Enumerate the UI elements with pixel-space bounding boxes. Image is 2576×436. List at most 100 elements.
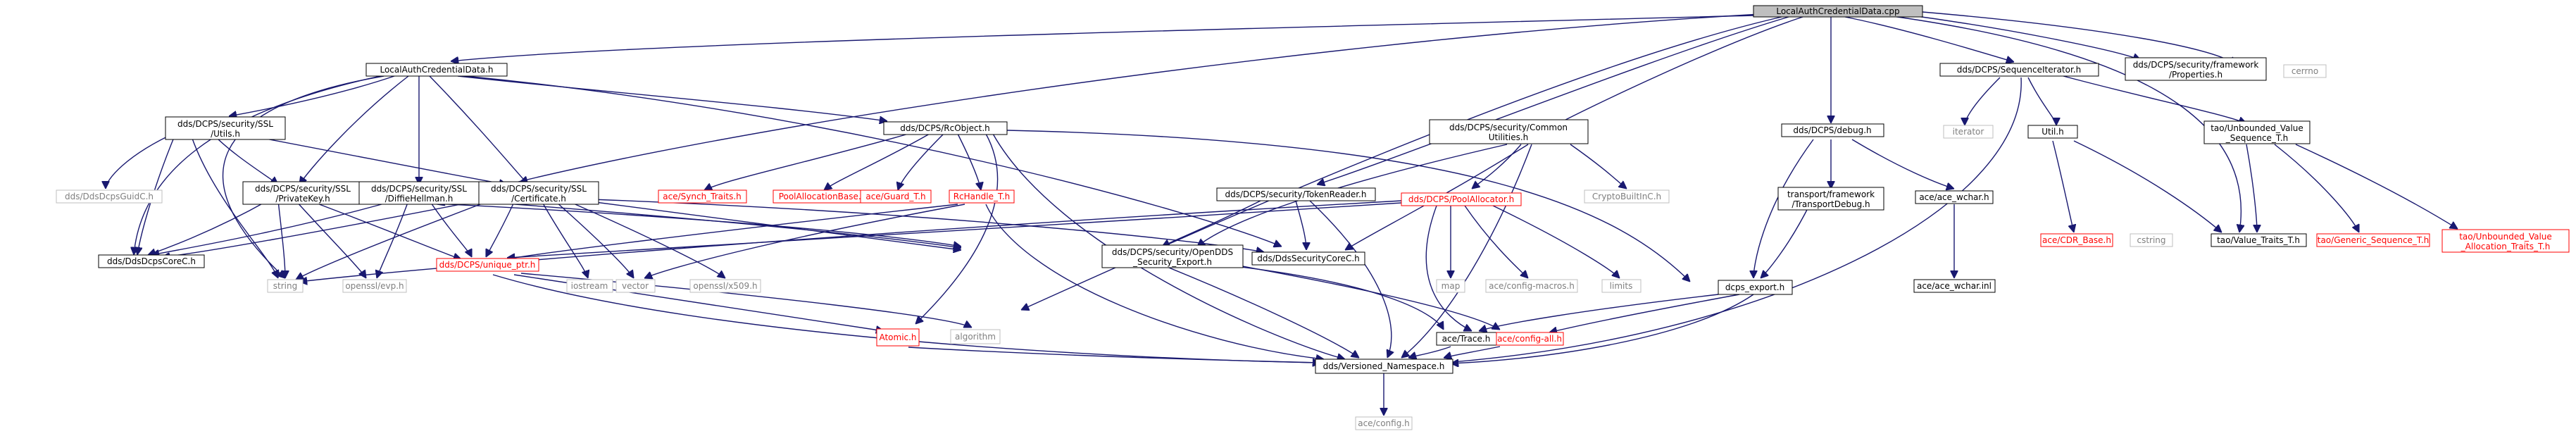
node-acewchar-label: ace/ace_wchar.h bbox=[1919, 192, 1989, 202]
node-iostream-label: iostream bbox=[571, 281, 608, 291]
edge-tokenreader-opendds bbox=[1162, 200, 1261, 247]
edge-cert-vector bbox=[556, 201, 634, 278]
node-root[interactable]: LocalAuthCredentialData.cpp bbox=[1753, 5, 1923, 18]
edge-seqit-unbseq bbox=[2063, 75, 2246, 123]
node-guidc[interactable]: dds/DdsDcpsGuidC.h bbox=[56, 189, 163, 204]
node-rchandle[interactable]: RcHandle_T.h bbox=[949, 189, 1015, 204]
node-unbseq[interactable]: tao/Unbounded_Value_Sequence_T.h bbox=[2203, 120, 2311, 144]
edge-cert-uniqueptr bbox=[485, 201, 515, 257]
edge-root-dcpscore bbox=[437, 13, 1761, 204]
node-opendds-export[interactable]: dds/DCPS/security/OpenDDS_Security_Expor… bbox=[1101, 244, 1244, 268]
edge-opendds-versioned bbox=[1154, 261, 1359, 358]
node-genseq-label: tao/Generic_Sequence_T.h bbox=[2318, 235, 2430, 245]
node-transdebug[interactable]: transport/framework/TransportDebug.h bbox=[1777, 187, 1884, 211]
node-guard[interactable]: ace/Guard_T.h bbox=[860, 189, 932, 204]
node-utilh[interactable]: Util.h bbox=[2027, 125, 2078, 139]
node-cerrno[interactable]: cerrno bbox=[2283, 64, 2327, 78]
node-algorithm[interactable]: algorithm bbox=[950, 329, 1001, 344]
edge-rcobj-dcpsexport bbox=[1006, 130, 1690, 282]
edge-opendds-configall bbox=[1211, 260, 1500, 330]
node-unballoc[interactable]: tao/Unbounded_Value_Allocation_Traits_T.… bbox=[2441, 229, 2570, 253]
node-lacd[interactable]: LocalAuthCredentialData.h bbox=[365, 63, 508, 77]
node-privkey-label-2: /PrivateKey.h bbox=[275, 194, 330, 204]
node-unbseq-label-2: _Sequence_T.h bbox=[2225, 133, 2289, 143]
node-seqit[interactable]: dds/DCPS/SequenceIterator.h bbox=[1939, 63, 2099, 77]
edge-seqit-utilh bbox=[2027, 77, 2056, 126]
edge-dcpsexport-versioned bbox=[1451, 294, 1754, 363]
edge-rcobj-rchandle bbox=[957, 133, 981, 190]
node-commonutil-label-2: Utilities.h bbox=[1489, 132, 1529, 142]
node-dcpsexport[interactable]: dcps_export.h bbox=[1718, 280, 1793, 295]
node-string-label: string bbox=[273, 281, 297, 291]
edge-lacd-securitycore bbox=[464, 75, 1282, 247]
node-trace[interactable]: ace/Trace.h bbox=[1436, 332, 1497, 346]
node-uniqueptr[interactable]: dds/DCPS/unique_ptr.h bbox=[436, 258, 539, 272]
node-secfwk[interactable]: dds/DCPS/security/framework/Properties.h bbox=[2125, 57, 2267, 81]
node-x509-label: openssl/x509.h bbox=[693, 281, 757, 291]
edge-commonutil-versioned bbox=[1401, 144, 1532, 358]
edge-root-commonutil bbox=[1549, 16, 1803, 129]
node-poolalloc[interactable]: dds/DCPS/PoolAllocator.h bbox=[1401, 192, 1522, 206]
edge-commonutil-poolalloc bbox=[1472, 144, 1522, 189]
edge-root-seqit bbox=[1844, 16, 2014, 62]
node-privkey[interactable]: dds/DCPS/security/SSL/PrivateKey.h bbox=[242, 181, 363, 205]
edge-root-algorithm bbox=[1021, 16, 1782, 310]
node-cert[interactable]: dds/DCPS/security/SSL/Certificate.h bbox=[478, 181, 599, 205]
edge-root-lacd bbox=[451, 15, 1754, 61]
node-transdebug-label-2: /TransportDebug.h bbox=[1792, 199, 1870, 209]
edge-sslutils-string bbox=[189, 132, 278, 278]
node-sslutils[interactable]: dds/DCPS/security/SSL/Utils.h bbox=[165, 116, 286, 140]
node-diffie[interactable]: dds/DCPS/security/SSL/DiffieHellman.h bbox=[358, 181, 480, 205]
node-cryptobuilt[interactable]: CryptoBuiltInC.h bbox=[1584, 189, 1670, 204]
node-valuetraits[interactable]: tao/Value_Traits_T.h bbox=[2211, 233, 2307, 247]
node-debug[interactable]: dds/DCPS/debug.h bbox=[1781, 123, 1884, 137]
node-iostream[interactable]: iostream bbox=[566, 279, 613, 293]
node-string[interactable]: string bbox=[267, 279, 304, 293]
node-rcobj[interactable]: dds/DCPS/RcObject.h bbox=[883, 121, 1008, 135]
node-privkey-label-1: dds/DCPS/security/SSL bbox=[255, 184, 351, 194]
node-configmacros[interactable]: ace/config-macros.h bbox=[1485, 279, 1578, 293]
edge-cert-string bbox=[296, 201, 487, 280]
edge-cert-opendds bbox=[584, 200, 961, 250]
node-acewchar[interactable]: ace/ace_wchar.h bbox=[1915, 190, 1994, 204]
edge-privkey-opendds bbox=[323, 198, 961, 247]
node-genseq[interactable]: tao/Generic_Sequence_T.h bbox=[2316, 233, 2430, 247]
node-iterator-label: iterator bbox=[1953, 127, 1984, 137]
node-versioned[interactable]: dds/Versioned_Namespace.h bbox=[1315, 359, 1453, 374]
node-vector[interactable]: vector bbox=[615, 279, 656, 293]
node-configall[interactable]: ace/config-all.h bbox=[1496, 332, 1564, 346]
node-aceconfig[interactable]: ace/config.h bbox=[1355, 416, 1413, 430]
node-poolbase[interactable]: PoolAllocationBase.h bbox=[773, 189, 873, 204]
edge-utilh-cstring bbox=[2073, 140, 2222, 232]
node-evp[interactable]: openssl/evp.h bbox=[342, 279, 407, 293]
edge-privkey-dcpscore bbox=[148, 200, 268, 255]
edge-unbseq-unballoc bbox=[2295, 144, 2458, 229]
node-cstring[interactable]: cstring bbox=[2130, 233, 2173, 247]
edge-sslutils-privkey bbox=[211, 132, 278, 185]
node-limits[interactable]: limits bbox=[1601, 279, 1642, 293]
node-sslutils-label-1: dds/DCPS/security/SSL bbox=[177, 119, 273, 129]
edge-diffie-evp bbox=[377, 200, 409, 278]
edge-opendds-trace bbox=[1196, 261, 1444, 330]
node-securitycore[interactable]: dds/DdsSecurityCoreC.h bbox=[1251, 251, 1365, 266]
node-x509[interactable]: openssl/x509.h bbox=[689, 279, 761, 293]
node-tokenreader-label: dds/DCPS/security/TokenReader.h bbox=[1225, 189, 1367, 199]
node-transdebug-label-1: transport/framework bbox=[1787, 189, 1875, 199]
edge-diffie-opendds bbox=[450, 199, 961, 248]
node-iterator[interactable]: iterator bbox=[1943, 125, 1994, 139]
node-dcpscore[interactable]: dds/DdsDcpsCoreC.h bbox=[98, 254, 205, 268]
edge-privkey-uniqueptr bbox=[309, 200, 461, 259]
node-tokenreader[interactable]: dds/DCPS/security/TokenReader.h bbox=[1216, 187, 1376, 201]
node-atomic[interactable]: Atomic.h bbox=[876, 328, 920, 347]
node-diffie-label-1: dds/DCPS/security/SSL bbox=[371, 184, 467, 194]
node-valuetraits-label: tao/Value_Traits_T.h bbox=[2217, 235, 2300, 245]
node-map[interactable]: map bbox=[1436, 279, 1465, 293]
node-acewcharinl[interactable]: ace/ace_wchar.inl bbox=[1913, 279, 1996, 293]
node-synch[interactable]: ace/Synch_Traits.h bbox=[658, 189, 747, 204]
node-cdrbase[interactable]: ace/CDR_Base.h bbox=[2040, 233, 2113, 247]
node-seqit-label: dds/DCPS/SequenceIterator.h bbox=[1957, 65, 2081, 75]
node-atomic-label: Atomic.h bbox=[879, 332, 916, 342]
node-versioned-label: dds/Versioned_Namespace.h bbox=[1323, 361, 1445, 371]
node-uniqueptr-label: dds/DCPS/unique_ptr.h bbox=[439, 260, 536, 270]
